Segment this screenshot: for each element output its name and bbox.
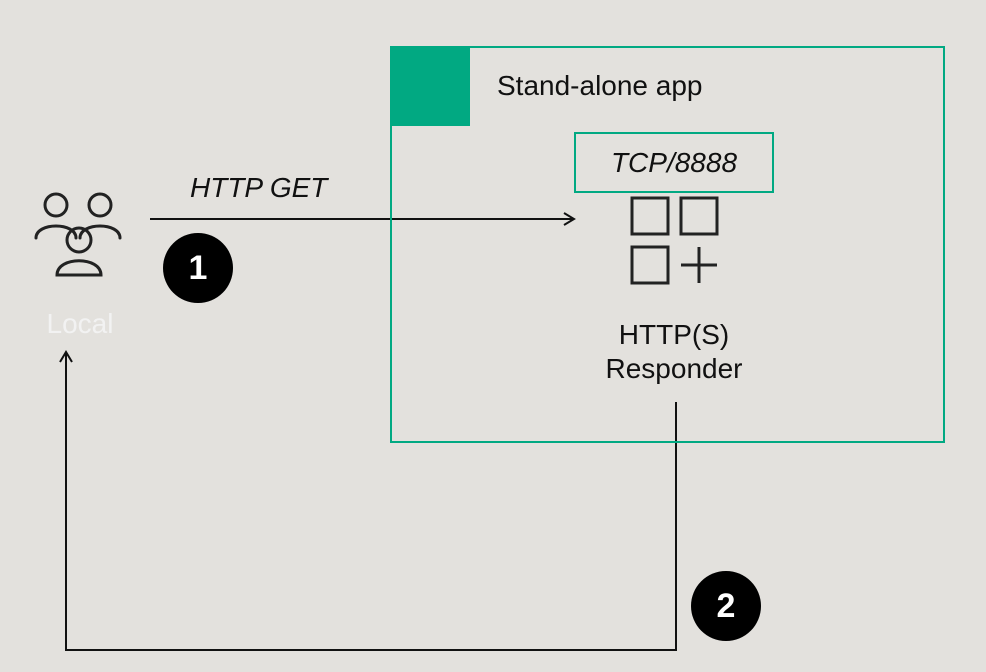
user-group-icon <box>34 192 122 277</box>
service-label: HTTP(S) Responder <box>574 318 774 386</box>
client-label: Local <box>46 308 114 339</box>
request-method-label: HTTP GET <box>190 172 328 203</box>
apps-add-icon <box>630 196 719 285</box>
step-badge-1: 1 <box>163 233 233 303</box>
response-arrow <box>59 350 677 651</box>
service-label-line2: Responder <box>605 353 743 384</box>
port-label: TCP/8888 <box>574 132 774 193</box>
app-title: Stand-alone app <box>497 70 703 101</box>
service-label-line1: HTTP(S) <box>618 319 730 350</box>
step-badge-2: 2 <box>691 571 761 641</box>
app-accent-corner <box>390 46 470 126</box>
app-container <box>390 46 945 443</box>
